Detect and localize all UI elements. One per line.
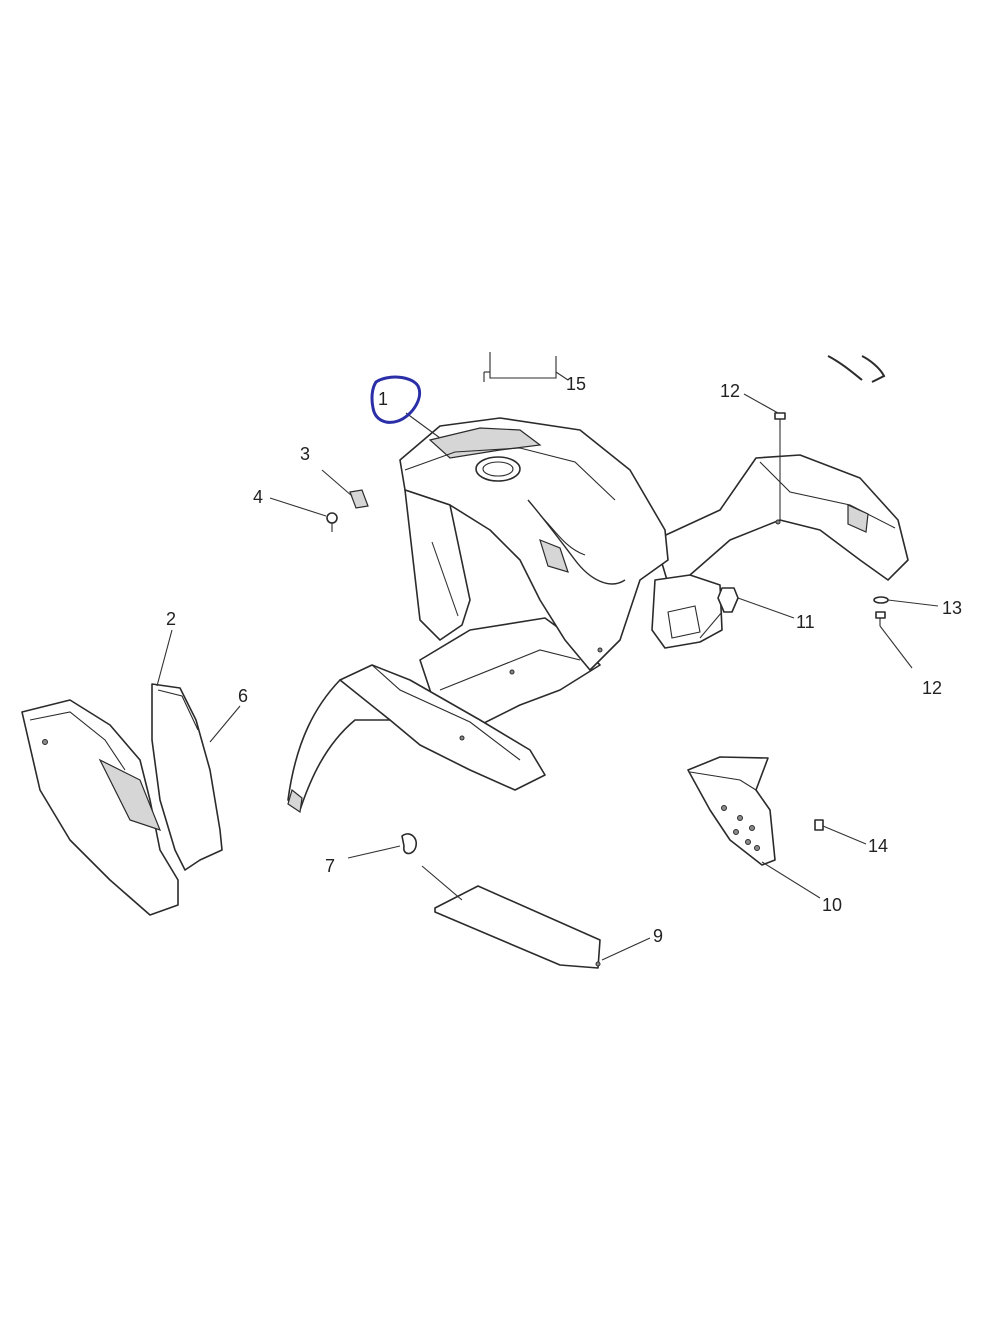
callout-6: 6	[238, 686, 248, 706]
callout-12-lower: 12	[922, 678, 942, 698]
callout-4: 4	[253, 487, 263, 507]
part-12-bolt-top	[774, 412, 786, 428]
part-13-washer	[873, 596, 889, 604]
callout-1-highlight	[370, 375, 421, 424]
part-10-heat-shield	[687, 756, 776, 866]
part-3-clip	[349, 489, 369, 509]
part-14-screw	[814, 819, 824, 831]
callout-12-top: 12	[720, 381, 740, 401]
callout-7: 7	[325, 856, 335, 876]
part-15-bracket	[483, 352, 557, 382]
part-9-panel	[434, 885, 601, 969]
callout-2: 2	[166, 609, 176, 629]
part-2-side-panel	[21, 699, 179, 916]
part-4-rivet	[326, 512, 338, 532]
callout-11: 11	[796, 612, 815, 632]
part-11-fastener	[717, 587, 739, 613]
callout-1: 1	[378, 389, 388, 409]
callout-13: 13	[942, 598, 962, 618]
part-12-bolt-lower	[875, 611, 886, 626]
leader-lines	[156, 371, 939, 961]
part-7-clip	[401, 833, 418, 855]
callout-15: 15	[566, 374, 586, 394]
callout-10: 10	[822, 895, 842, 915]
callout-3: 3	[300, 444, 310, 464]
part-1-rear-fender	[287, 417, 909, 814]
cable-fragment	[827, 355, 886, 383]
part-6-plate	[151, 683, 223, 871]
callout-14: 14	[868, 836, 888, 856]
callout-9: 9	[653, 926, 663, 946]
